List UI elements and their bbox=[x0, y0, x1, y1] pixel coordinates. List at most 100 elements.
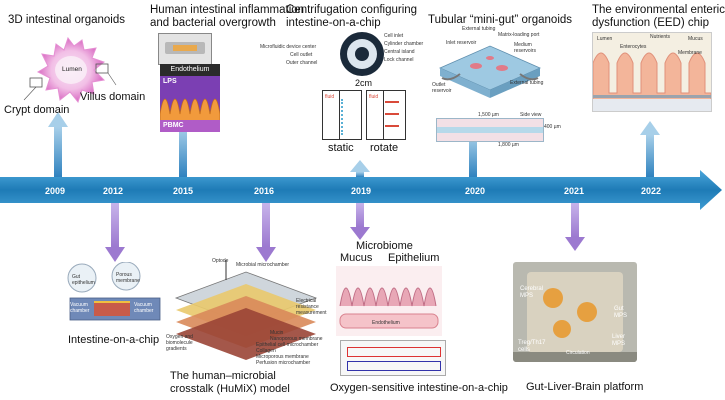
minigut-external-tubing-2: External tubing bbox=[510, 80, 544, 86]
oxygen-mucus-label: Mucus bbox=[340, 252, 373, 264]
year-2019: 2019 bbox=[351, 186, 372, 196]
glb-image bbox=[513, 262, 637, 362]
eed-mucus: Mucus bbox=[688, 36, 703, 42]
intestine-chip-vac-left: Vacuum chamber bbox=[70, 302, 90, 314]
glb-liver: Liver MPS bbox=[612, 334, 626, 347]
centrifugation-static-panel bbox=[322, 90, 362, 140]
intestine-chip-gut-label: Gut epithelium bbox=[72, 274, 95, 286]
centrifugation-cell-outlet: Cell outlet bbox=[290, 52, 313, 58]
year-2009: 2009 bbox=[45, 186, 66, 196]
centrifugation-cylinder-chamber: Cylinder chamber bbox=[384, 41, 424, 47]
eed-lumen: Lumen bbox=[597, 36, 613, 42]
minigut-external-tubing-1: External tubing bbox=[462, 26, 496, 32]
minigut-chip-image bbox=[439, 45, 541, 98]
humix-mucin: Mucin bbox=[270, 330, 284, 336]
organoid-image bbox=[23, 36, 117, 104]
minigut-dim-1: 1,500 µm bbox=[478, 112, 499, 118]
centrifugation-rotate-label: rotate bbox=[370, 142, 399, 154]
centrifugation-fluid-label-1: fluid bbox=[325, 94, 335, 100]
minigut-dim-2: 1,800 µm bbox=[498, 142, 519, 148]
centrifugation-lock-channel: Lock channel bbox=[384, 57, 414, 63]
oxygen-caption: Oxygen-sensitive intestine-on-a-chip bbox=[330, 382, 508, 394]
year-2022: 2022 bbox=[641, 186, 662, 196]
oxygen-chip-schematic bbox=[340, 340, 446, 376]
centrifugation-title-2: intestine-on-a-chip bbox=[286, 17, 381, 29]
down-arrow-2016 bbox=[256, 203, 276, 262]
centrifugation-device-center: Microfluidic device center bbox=[260, 44, 317, 50]
glb-cerebral: Cerebral MPS bbox=[520, 286, 544, 299]
intestine-chip-caption: Intestine-on-a-chip bbox=[68, 334, 160, 346]
minigut-outlet-reservoir: Outlet reservoir bbox=[432, 82, 452, 94]
centrifugation-device-image bbox=[340, 32, 384, 76]
organoid-lumen-label: Lumen bbox=[62, 66, 82, 73]
humix-collagen: Collagen bbox=[256, 348, 276, 354]
humix-resistance: Electrical resistance measurement bbox=[296, 298, 327, 316]
eed-image bbox=[592, 32, 712, 112]
humix-microbial-chamber: Microbial microchamber bbox=[236, 262, 290, 268]
intestine-chip-image bbox=[67, 262, 161, 321]
glb-circulation: Circulation bbox=[566, 350, 590, 356]
down-arrow-2021 bbox=[565, 203, 585, 251]
centrifugation-title-1: Centrifugation configuring bbox=[286, 4, 418, 16]
inflammation-endothelium-label: Endothelium bbox=[160, 64, 220, 76]
eed-title-1: The environmental enteric bbox=[592, 4, 725, 16]
year-2021: 2021 bbox=[564, 186, 585, 196]
inflammation-title-1: Human intestinal inflammation bbox=[150, 4, 305, 16]
glb-caption: Gut-Liver-Brain platform bbox=[526, 381, 644, 393]
minigut-side-view-image bbox=[436, 118, 544, 142]
eed-nutrients: Nutrients bbox=[650, 34, 671, 40]
oxygen-epithelium-label: Epithelium bbox=[388, 252, 440, 264]
humix-perfusion: Perfusion microchamber bbox=[256, 360, 311, 366]
year-2012: 2012 bbox=[103, 186, 124, 196]
oxygen-tissue-image bbox=[336, 266, 442, 336]
down-arrow-2012 bbox=[105, 203, 125, 262]
year-2015: 2015 bbox=[173, 186, 194, 196]
humix-nanoporous: Nanoporous membrane bbox=[270, 336, 323, 342]
organoids-title: 3D intestinal organoids bbox=[8, 14, 125, 26]
year-2020: 2020 bbox=[465, 186, 486, 196]
centrifugation-central-island: Central island bbox=[384, 49, 415, 55]
humix-gradients: Oxygen and biomolecule gradients bbox=[166, 334, 193, 352]
eed-title-2: dysfunction (EED) chip bbox=[592, 17, 709, 29]
minigut-title: Tubular “mini-gut” organoids bbox=[428, 14, 573, 26]
up-arrow-2019 bbox=[350, 160, 370, 177]
humix-caption-2: crosstalk (HuMiX) model bbox=[170, 383, 290, 395]
centrifugation-cell-inlet: Cell inlet bbox=[384, 33, 404, 39]
year-2016: 2016 bbox=[254, 186, 275, 196]
centrifugation-outer-channel: Outer channel bbox=[286, 60, 318, 66]
inflammation-lps-label: LPS bbox=[163, 78, 177, 85]
humix-microporous: Microporous membrane bbox=[256, 354, 309, 360]
humix-epithelial: Epithelial cell microchamber bbox=[256, 342, 319, 348]
up-arrow-2009 bbox=[48, 112, 68, 177]
inflammation-tissue-image bbox=[160, 76, 220, 132]
organoid-crypt-label: Crypt domain bbox=[4, 104, 70, 116]
inflammation-chip-image bbox=[158, 33, 212, 65]
centrifugation-rotate-panel bbox=[366, 90, 406, 140]
glb-gut: Gut MPS bbox=[614, 306, 628, 319]
centrifugation-fluid-label-2: fluid bbox=[369, 94, 379, 100]
glb-treg: Treg/Th17 cells bbox=[518, 340, 546, 353]
oxygen-microbiome-label: Microbiome bbox=[356, 240, 413, 252]
oxygen-endothelium-label: Endothelium bbox=[372, 320, 400, 326]
inflammation-title-2: and bacterial overgrowth bbox=[150, 17, 276, 29]
minigut-matrix-port: Matrix-loading port bbox=[498, 32, 540, 38]
minigut-medium-reservoirs: Medium reservoirs bbox=[514, 42, 536, 54]
humix-caption-1: The human–microbial bbox=[170, 370, 276, 382]
organoid-villus-label: Villus domain bbox=[80, 91, 146, 103]
inflammation-pbmc-label: PBMC bbox=[163, 122, 184, 129]
minigut-side-view-label: Side view bbox=[520, 112, 542, 118]
up-arrow-2022 bbox=[640, 121, 660, 177]
eed-enterocytes: Enterocytes bbox=[620, 44, 647, 50]
intestine-chip-vac-right: Vacuum chamber bbox=[134, 302, 154, 314]
humix-image bbox=[174, 260, 318, 360]
minigut-dim-3: 400 µm bbox=[544, 124, 561, 130]
humix-optode: Optode bbox=[212, 258, 229, 264]
intestine-chip-porous-label: Porous membrane bbox=[116, 272, 140, 284]
minigut-inlet-reservoir: Inlet reservoir bbox=[446, 40, 477, 46]
timeline-band bbox=[0, 170, 722, 210]
eed-membrane: Membrane bbox=[678, 50, 702, 56]
down-arrow-2019b bbox=[350, 203, 370, 240]
centrifugation-scale: 2cm bbox=[355, 78, 373, 88]
centrifugation-static-label: static bbox=[328, 142, 354, 154]
